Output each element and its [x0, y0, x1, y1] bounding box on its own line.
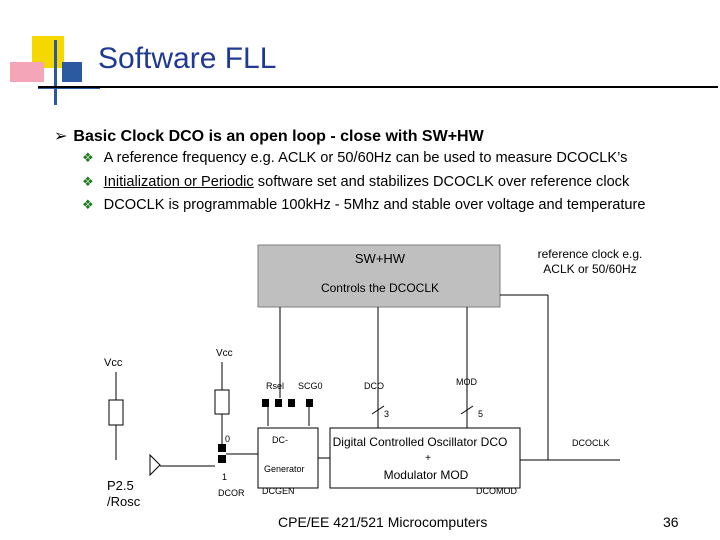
- dc-generator-label-line2: Generator: [264, 464, 305, 474]
- rsel-bit-0: [262, 399, 269, 407]
- oscillator-label-line2: +: [425, 453, 431, 464]
- vcc-mid-label: Vcc: [216, 348, 233, 359]
- diamond-bullet-icon: ❖: [82, 151, 94, 166]
- dco-label: DCO: [364, 381, 384, 391]
- main-bullet: ➢ Basic Clock DCO is an open loop - close…: [54, 126, 484, 146]
- ref-clock-label-line2: ACLK or 50/60Hz: [543, 262, 636, 276]
- mux-node-0: [218, 444, 226, 452]
- pin-triangle: [149, 453, 161, 477]
- p25-label-line1: P2.5: [107, 478, 134, 493]
- sub-bullet-3-text: DCOCLK is programmable 100kHz - 5Mhz and…: [103, 197, 646, 213]
- dcor-label: DCOR: [218, 488, 245, 498]
- sub-bullet-2: ❖ Initialization or Periodic software set…: [82, 174, 629, 190]
- mod-bus-slash: [460, 405, 474, 415]
- resistor-mid: [214, 389, 230, 415]
- sub-bullet-2-underlined: Initialization or Periodic: [103, 174, 254, 190]
- scg0-bit: [306, 399, 313, 407]
- sw-hw-box: [257, 244, 501, 308]
- main-bullet-text: Basic Clock DCO is an open loop - close …: [73, 128, 484, 145]
- oscillator-label-line1: Digital Controlled Oscillator DCO: [333, 435, 508, 449]
- mux-node-1: [218, 455, 226, 463]
- select-0-label: 0: [225, 434, 230, 444]
- rsel-bit-2: [288, 399, 295, 407]
- page-number: 36: [663, 514, 679, 530]
- dcoclk-label: DCOCLK: [572, 438, 610, 448]
- dco-bus-slash: [371, 405, 385, 415]
- logo-blue-square: [62, 62, 82, 82]
- arrow-bullet-icon: ➢: [54, 126, 68, 145]
- logo-pink-bar: [10, 62, 44, 82]
- mod-bits-label: 5: [478, 409, 483, 419]
- footer-course: CPE/EE 421/521 Microcomputers: [278, 514, 488, 530]
- dcomod-label: DCOMOD: [476, 486, 517, 496]
- diamond-bullet-icon: ❖: [82, 198, 94, 213]
- select-1-label: 1: [222, 472, 227, 482]
- title-divider: [38, 86, 718, 88]
- diamond-bullet-icon: ❖: [82, 175, 94, 190]
- dc-generator-box: [257, 427, 319, 489]
- oscillator-box: [329, 427, 521, 489]
- dc-generator-label-line1: DC-: [272, 435, 288, 445]
- vcc-left-label: Vcc: [104, 357, 123, 369]
- corner-logo-graphic: [10, 36, 100, 105]
- resistor-left: [108, 399, 124, 426]
- sub-bullet-3: ❖ DCOCLK is programmable 100kHz - 5Mhz an…: [82, 197, 646, 213]
- ref-clock-label-line1: reference clock e.g.: [538, 247, 643, 261]
- rsel-bit-1: [275, 399, 282, 407]
- oscillator-label-line3: Modulator MOD: [384, 468, 469, 482]
- logo-vertical-line: [54, 40, 57, 105]
- p25-label-line2: /Rosc: [107, 494, 141, 509]
- dcgen-label: DCGEN: [262, 486, 295, 496]
- rsel-label: Rsel: [266, 381, 284, 391]
- sub-bullet-1-text: A reference frequency e.g. ACLK or 50/60…: [103, 150, 628, 166]
- sub-bullet-1: ❖ A reference frequency e.g. ACLK or 50/6…: [82, 150, 627, 166]
- sw-hw-label: SW+HW: [355, 251, 406, 266]
- page-title: Software FLL: [98, 42, 277, 75]
- dco-bits-label: 3: [384, 409, 389, 419]
- box-subtitle: Controls the DCOCLK: [321, 281, 439, 295]
- scg0-label: SCG0: [298, 381, 323, 391]
- sub-bullet-2-text: software set and stabilizes DCOCLK over …: [253, 174, 630, 190]
